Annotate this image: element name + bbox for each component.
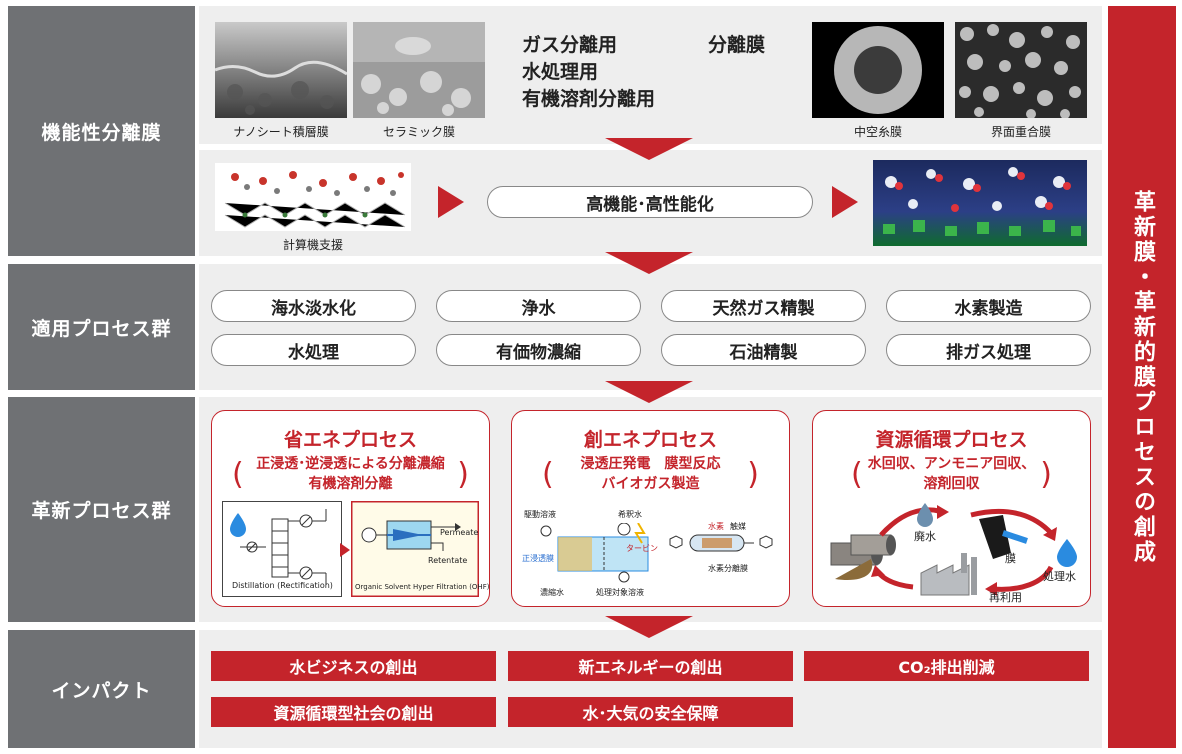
hollow-fiber-membrane-photo xyxy=(812,22,944,118)
hydrogen-membrane-label: 水素分離膜 xyxy=(708,564,748,573)
process-pill: 水処理 xyxy=(211,334,416,366)
membrane-label: 膜 xyxy=(1005,552,1016,565)
caption-hollow-fiber: 中空糸膜 xyxy=(853,125,902,139)
card-subtitle: 正浸透･逆浸透による分離濃縮 有機溶剤分離 xyxy=(212,454,489,494)
down-arrow-4 xyxy=(605,616,693,638)
computation-caption: 計算機支援 xyxy=(282,238,343,252)
distillation-caption: Distillation (Rectification) xyxy=(232,581,333,590)
usage-water-treatment: 水処理用 xyxy=(522,61,599,83)
row-label-innovative-processes: 革新プロセス群 xyxy=(8,397,195,622)
impact-water-air-security: 水･大気の安全保障 xyxy=(508,697,793,727)
turbine-label: タービン xyxy=(626,544,658,553)
impact-resource-circulation-society: 資源循環型社会の創出 xyxy=(211,697,496,727)
distillation-diagram xyxy=(222,501,342,597)
process-pill: 石油精製 xyxy=(661,334,866,366)
right-paren: ) xyxy=(457,457,469,492)
card-subtitle-line: 溶剤回収 xyxy=(923,476,980,492)
process-pill: 排ガス処理 xyxy=(886,334,1091,366)
impact-co2-reduction: CO₂排出削減 xyxy=(804,651,1089,681)
ohf-caption: Organic Solvent Hyper Filtration (OHF) xyxy=(355,583,490,591)
retentate-label: Retentate xyxy=(428,556,468,565)
energy-saving-process-card: 省エネプロセス ( ) 正浸透･逆浸透による分離濃縮 有機溶剤分離 Permea… xyxy=(211,410,490,607)
left-paren: ( xyxy=(542,457,554,492)
applied-processes-panel xyxy=(199,264,1102,390)
side-banner-text: 革新膜・革新的膜プロセスの創成 xyxy=(1130,189,1155,565)
down-arrow-1 xyxy=(605,138,693,160)
card-subtitle-line: 水回収、アンモニア回収、 xyxy=(867,456,1036,472)
left-paren: ( xyxy=(232,457,244,492)
treated-water-label: 処理水 xyxy=(1043,570,1076,583)
row-label-functional-membrane: 機能性分離膜 xyxy=(8,6,195,256)
process-pill: 有価物濃縮 xyxy=(436,334,641,366)
hydrogen-label: 水素 xyxy=(708,522,724,531)
usage-organic-solvent: 有機溶剤分離用 xyxy=(522,88,656,110)
caption-ceramic: セラミック膜 xyxy=(382,125,455,139)
membranes-panel xyxy=(199,6,1102,144)
card-title: 省エネプロセス xyxy=(283,429,417,451)
molecular-simulation-image xyxy=(215,163,411,231)
permeate-label: Permeate xyxy=(440,528,479,537)
process-pill: 天然ガス精製 xyxy=(661,290,866,322)
card-subtitle-line: バイオガス製造 xyxy=(601,476,700,492)
row-label-text: 革新プロセス群 xyxy=(31,500,172,522)
row-label-text: 機能性分離膜 xyxy=(41,121,162,144)
waste-water-label: 廃水 xyxy=(914,530,936,543)
ceramic-membrane-photo xyxy=(353,22,485,118)
resource-cycle-diagram xyxy=(830,503,1077,596)
row-label-text: インパクト xyxy=(51,679,152,702)
right-paren: ) xyxy=(1040,457,1052,492)
resource-circulation-process-card: 資源循環プロセス ( ) 水回収、アンモニア回収、 溶剤回収 廃水 膜 処理水 … xyxy=(812,410,1091,607)
feed-solution-label: 処理対象溶液 xyxy=(596,588,644,597)
catalyst-label: 触媒 xyxy=(730,522,746,531)
card-subtitle: 水回収、アンモニア回収、 溶剤回収 xyxy=(813,454,1090,494)
down-arrow-3 xyxy=(605,381,693,403)
process-pill: 海水淡水化 xyxy=(211,290,416,322)
row-label-applied-processes: 適用プロセス群 xyxy=(8,264,195,390)
caption-interfacial: 界面重合膜 xyxy=(990,125,1051,139)
separation-membrane-label: 分離膜 xyxy=(708,34,766,56)
caption-nanosheet: ナノシート積層膜 xyxy=(233,125,329,139)
process-pill: 水素製造 xyxy=(886,290,1091,322)
interfacial-polymerization-membrane-photo xyxy=(955,22,1087,118)
card-title: 創エネプロセス xyxy=(583,429,717,451)
ohf-diagram xyxy=(351,501,479,597)
card-subtitle: 浸透圧発電 膜型反応 バイオガス製造 xyxy=(512,454,789,494)
card-subtitle-line: 正浸透･逆浸透による分離濃縮 xyxy=(256,456,445,472)
nanosheet-membrane-photo xyxy=(215,22,347,118)
card-subtitle-line: 浸透圧発電 膜型反応 xyxy=(580,456,721,472)
usage-gas-separation: ガス分離用 xyxy=(522,34,618,56)
impact-new-energy: 新エネルギーの創出 xyxy=(508,651,793,681)
card-title: 資源循環プロセス xyxy=(875,429,1028,451)
down-arrow-2 xyxy=(605,252,693,274)
row-label-text: 適用プロセス群 xyxy=(31,317,172,340)
membrane-simulation-render xyxy=(873,160,1087,246)
side-banner: 革新膜・革新的膜プロセスの創成 xyxy=(1108,6,1176,748)
process-arrow xyxy=(340,543,350,557)
dilute-water-label: 希釈水 xyxy=(618,510,642,519)
high-performance-goal: 高機能･高性能化 xyxy=(487,186,813,218)
impact-panel xyxy=(199,630,1102,748)
drive-solution-label: 駆動溶液 xyxy=(524,510,556,519)
left-paren: ( xyxy=(851,457,863,492)
osmotic-power-diagram xyxy=(540,523,649,583)
right-paren: ) xyxy=(747,457,759,492)
row-label-impact: インパクト xyxy=(8,630,195,748)
process-pill: 浄水 xyxy=(436,290,641,322)
right-arrow-1 xyxy=(438,186,464,218)
card-subtitle-line: 有機溶剤分離 xyxy=(308,476,393,492)
right-arrow-2 xyxy=(832,186,858,218)
membrane-reactor-diagram xyxy=(669,534,773,552)
impact-water-business: 水ビジネスの創出 xyxy=(211,651,496,681)
concentrated-water-label: 濃縮水 xyxy=(540,588,564,597)
energy-creating-process-card: 創エネプロセス ( ) 浸透圧発電 膜型反応 バイオガス製造 駆動溶液 希釈水 … xyxy=(511,410,790,607)
fo-membrane-label: 正浸透膜 xyxy=(522,554,554,563)
reuse-label: 再利用 xyxy=(989,591,1022,604)
